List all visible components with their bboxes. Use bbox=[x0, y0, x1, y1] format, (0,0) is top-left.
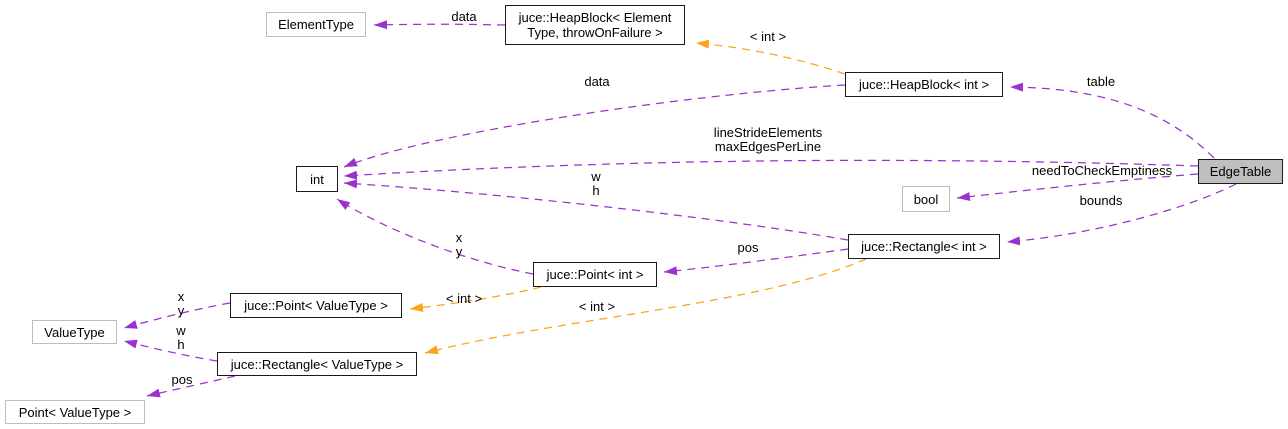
edge-label-data-top: data bbox=[451, 9, 477, 24]
edge-wh-to-int bbox=[343, 179, 849, 241]
edge-label-data-mid: data bbox=[584, 74, 610, 89]
node-point-valuetype[interactable]: juce::Point< ValueType > bbox=[230, 293, 402, 318]
edge-label-bounds: bounds bbox=[1079, 193, 1123, 208]
edge-linestride-to-int bbox=[343, 159, 1199, 180]
edge-wh-to-valuetype bbox=[123, 339, 218, 362]
edge-needtocheck-to-bool bbox=[956, 173, 1199, 202]
edge-pos-to-pointint bbox=[663, 248, 849, 276]
edge-data-to-elementtype bbox=[373, 20, 506, 30]
node-edgetable: EdgeTable bbox=[1198, 159, 1283, 184]
edge-label-pos-left: pos bbox=[171, 372, 193, 387]
node-point-int[interactable]: juce::Point< int > bbox=[533, 262, 657, 287]
edge-pos-to-pointvaluetype bbox=[146, 375, 236, 398]
node-elementtype: ElementType bbox=[266, 12, 366, 37]
edge-label-xy-mid: x y bbox=[455, 230, 463, 259]
edge-label-template-int-top: < int > bbox=[749, 29, 787, 44]
edge-label-wh-left: w h bbox=[176, 323, 186, 352]
edge-template-heapblock bbox=[695, 39, 846, 75]
edge-label-pos-mid: pos bbox=[737, 240, 759, 255]
node-bool: bool bbox=[902, 186, 950, 212]
node-heapblock-int[interactable]: juce::HeapBlock< int > bbox=[845, 72, 1003, 97]
edge-template-point bbox=[409, 286, 542, 312]
edge-label-needtocheckemptiness: needToCheckEmptiness bbox=[1031, 163, 1173, 178]
node-heapblock-elementtype[interactable]: juce::HeapBlock< Element Type, throwOnFa… bbox=[505, 5, 685, 45]
edge-label-xy-left: x y bbox=[177, 289, 185, 318]
edge-label-linestride: lineStrideElements maxEdgesPerLine bbox=[713, 125, 823, 154]
node-valuetype: ValueType bbox=[32, 320, 117, 344]
node-rectangle-valuetype[interactable]: juce::Rectangle< ValueType > bbox=[217, 352, 417, 376]
edge-label-wh-mid: w h bbox=[591, 169, 601, 198]
edge-label-template-int-rect: < int > bbox=[578, 299, 616, 314]
node-point-valuetype-base: Point< ValueType > bbox=[5, 400, 145, 424]
edge-template-rectangle bbox=[424, 258, 867, 355]
edge-xy-to-int bbox=[336, 198, 534, 275]
edge-label-table: table bbox=[1086, 74, 1116, 89]
node-rectangle-int[interactable]: juce::Rectangle< int > bbox=[848, 234, 1000, 259]
node-int: int bbox=[296, 166, 338, 192]
edge-table-to-heapblockint bbox=[1009, 82, 1215, 159]
edge-bounds-to-rectangleint bbox=[1006, 183, 1237, 246]
edge-label-template-int-point: < int > bbox=[445, 291, 483, 306]
